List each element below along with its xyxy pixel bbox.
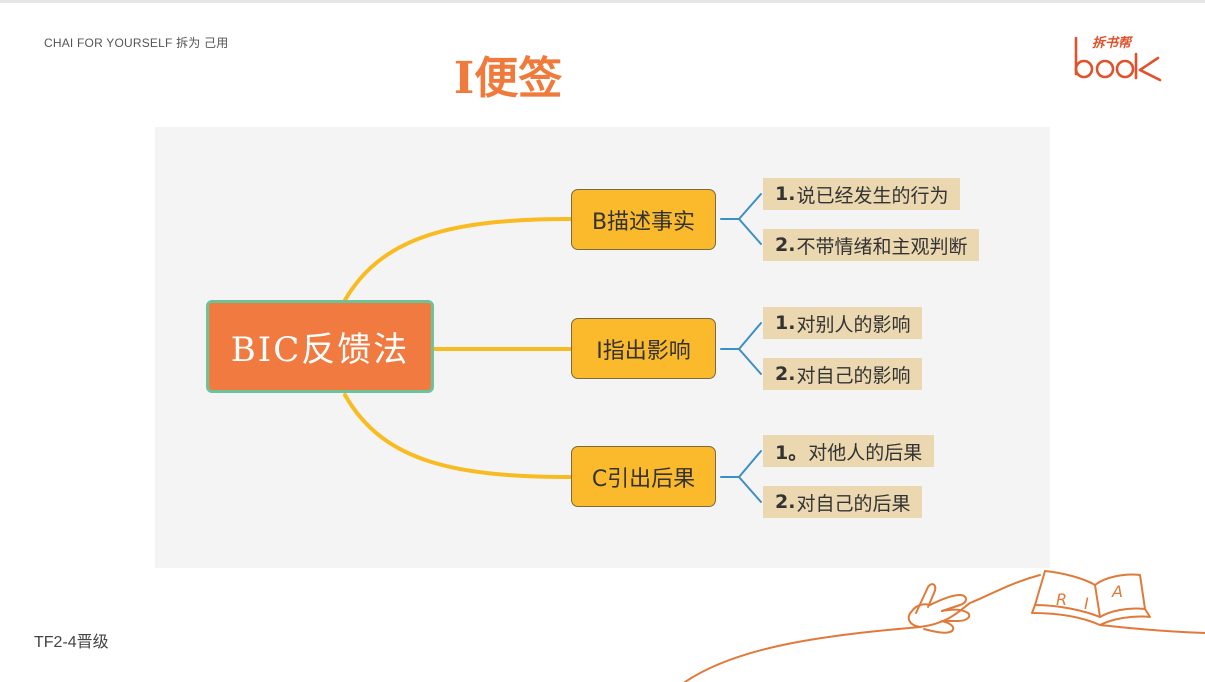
leaf-number: 2. <box>775 491 796 513</box>
book-letter-i: I <box>1084 594 1089 613</box>
leaf-text: 对别人的影响 <box>796 313 911 336</box>
leaf-number: 1。 <box>775 441 808 464</box>
branch-node-i: I指出影响 <box>571 318 716 379</box>
leaf-text: 对自己的影响 <box>796 364 911 387</box>
hand-book-illustration: R I A <box>684 570 1205 682</box>
leaf-c-1: 1。对他人的后果 <box>763 435 935 467</box>
brand-logo: 拆书帮 <box>1068 32 1168 88</box>
leaf-text: 说已经发生的行为 <box>796 184 949 207</box>
branch-node-b: B描述事实 <box>571 189 716 250</box>
leaf-b-1: 1.说已经发生的行为 <box>763 178 961 210</box>
leaf-text: 对自己的后果 <box>796 492 911 515</box>
mindmap-root-node: BIC反馈法 <box>206 300 434 393</box>
leaf-b-2: 2.不带情绪和主观判断 <box>763 229 980 261</box>
footer-label: TF2-4晋级 <box>34 634 109 651</box>
leaf-number: 2. <box>775 363 796 385</box>
book-letter-r: R <box>1056 590 1067 609</box>
leaf-number: 1. <box>775 312 796 334</box>
bic-mindmap: BIC反馈法 B描述事实 I指出影响 C引出后果 1.说已经发生的行为 2.不带… <box>155 127 1050 568</box>
brand-logo-icon <box>1074 36 1162 82</box>
leaf-i-2: 2.对自己的影响 <box>763 358 923 390</box>
book-letter-a: A <box>1111 582 1123 601</box>
branch-node-c: C引出后果 <box>571 446 716 507</box>
leaf-number: 1. <box>775 183 796 205</box>
top-rule <box>0 0 1205 3</box>
leaf-c-2: 2.对自己的后果 <box>763 486 923 518</box>
slide-title: I便签 <box>453 53 563 104</box>
leaf-number: 2. <box>775 234 796 256</box>
leaf-i-1: 1.对别人的影响 <box>763 307 923 339</box>
leaf-text: 不带情绪和主观判断 <box>796 235 968 258</box>
mindmap-connectors <box>343 193 762 503</box>
brand-logo-text: 拆书帮 <box>1092 36 1132 51</box>
leaf-text: 对他人的后果 <box>808 441 923 464</box>
header-tagline: CHAI FOR YOURSELF 拆为 己用 <box>44 36 229 50</box>
